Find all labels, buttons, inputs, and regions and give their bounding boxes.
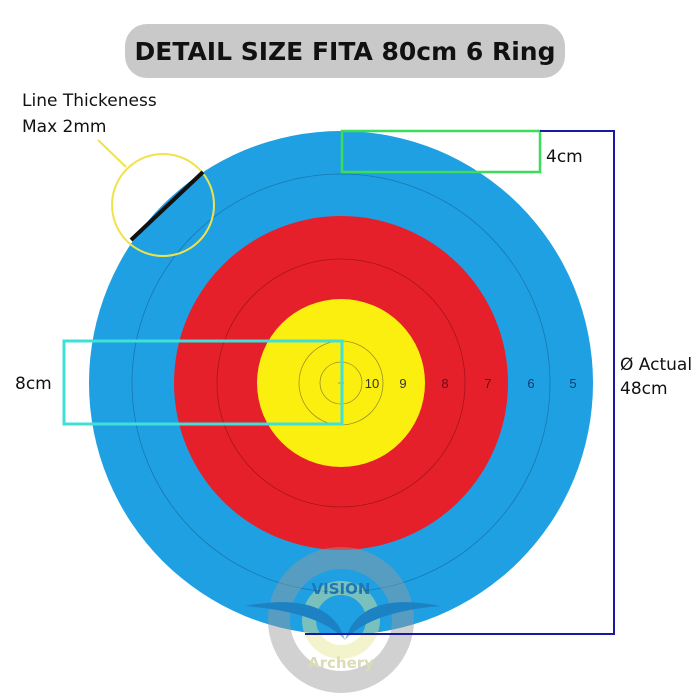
diameter-dimension: Ø Actual 48cm [305,130,692,635]
vision-archery-watermark-logo: VISION Archery [245,547,440,693]
score-6: 6 [527,376,534,391]
score-9: 9 [399,376,406,391]
score-7: 7 [484,376,491,391]
center-width-label: 8cm [15,374,52,394]
line-thickness-label: Line Thickeness [22,91,157,111]
center-width-dimension: 8cm [15,339,344,426]
ring-8-line [216,258,466,508]
ring-score-labels: 10 9 8 7 6 5 [365,376,577,391]
magnifier-circle [111,153,215,257]
title-banner: DETAIL SIZE FITA 80cm 6 Ring [125,24,565,78]
diameter-label: Ø Actual [620,355,692,375]
ring-6-line [131,173,551,593]
score-8: 8 [441,376,448,391]
ring-width-label: 4cm [546,147,583,167]
svg-text:VISION: VISION [312,580,371,598]
ring-line-sample [129,170,205,242]
score-5: 5 [569,376,576,391]
ring-width-dimension: 4cm [340,129,583,174]
score-10: 10 [365,376,379,391]
title-text: DETAIL SIZE FITA 80cm 6 Ring [135,37,556,66]
diameter-value: 48cm [620,379,668,399]
svg-text:Archery: Archery [308,654,374,672]
line-thickness-max: Max 2mm [22,117,107,137]
line-thickness-callout: Line Thickeness Max 2mm [22,91,215,257]
